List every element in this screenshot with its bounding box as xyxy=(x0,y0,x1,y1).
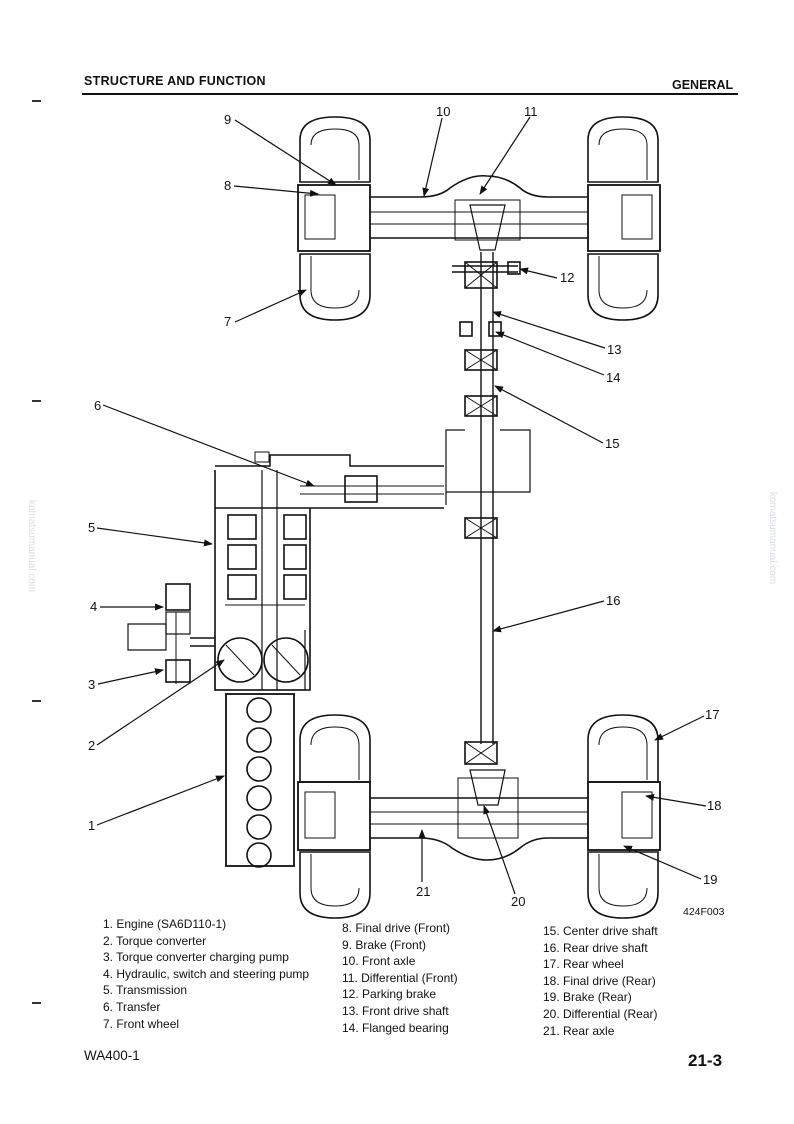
legend-item: 21. Rear axle xyxy=(543,1023,615,1038)
front-drive-shaft xyxy=(445,252,531,765)
legend-item: 14. Flanged bearing xyxy=(342,1020,449,1035)
rear-right-wheel-lower xyxy=(587,851,659,919)
legend-column-1: 1. Engine (SA6D110-1) 2. Torque converte… xyxy=(103,916,309,1032)
callout-16: 16 xyxy=(606,593,620,608)
front-left-wheel-upper xyxy=(299,116,371,183)
front-right-wheel-upper xyxy=(587,116,659,183)
legend-item: 17. Rear wheel xyxy=(543,957,624,972)
callout-6: 6 xyxy=(94,398,101,413)
callout-12: 12 xyxy=(560,270,574,285)
transfer-case xyxy=(215,451,444,509)
pump-assembly xyxy=(127,583,215,684)
legend-item: 20. Differential (Rear) xyxy=(543,1006,658,1021)
legend-column-2: 8. Final drive (Front) 9. Brake (Front) … xyxy=(342,920,458,1036)
section-category: GENERAL xyxy=(672,78,734,92)
legend-item: 7. Front wheel xyxy=(103,1016,180,1031)
page-number: 21-3 xyxy=(688,1051,723,1070)
legend-item: 10. Front axle xyxy=(342,954,416,969)
margin-mark xyxy=(32,100,41,102)
legend-item: 8. Final drive (Front) xyxy=(342,921,451,935)
callout-5: 5 xyxy=(88,520,95,535)
callout-9: 9 xyxy=(224,112,231,127)
model-number: WA400-1 xyxy=(84,1048,140,1063)
callout-20: 20 xyxy=(511,894,525,909)
rear-left-wheel-lower xyxy=(299,851,371,919)
callout-7: 7 xyxy=(224,314,231,329)
torque-converter xyxy=(214,630,309,691)
callout-4: 4 xyxy=(90,599,97,614)
parking-brake-part xyxy=(452,261,521,275)
rear-axle-housing xyxy=(297,769,661,861)
legend-item: 5. Transmission xyxy=(103,983,188,998)
callout-2: 2 xyxy=(88,738,95,753)
callout-18: 18 xyxy=(707,798,721,813)
legend-item: 6. Transfer xyxy=(103,999,161,1014)
callout-19: 19 xyxy=(703,872,717,887)
legend-item: 13. Front drive shaft xyxy=(342,1003,449,1018)
callout-13: 13 xyxy=(607,342,621,357)
section-title: STRUCTURE AND FUNCTION xyxy=(84,74,266,88)
margin-mark xyxy=(32,1002,41,1004)
legend-item: 11. Differential (Front) xyxy=(342,970,458,985)
legend-item: 18. Final drive (Rear) xyxy=(543,973,656,988)
header-rule xyxy=(82,93,738,95)
callout-1: 1 xyxy=(88,818,95,833)
legend-item: 12. Parking brake xyxy=(342,987,437,1002)
legend-item: 2. Torque converter xyxy=(103,933,207,948)
margin-mark xyxy=(32,400,41,402)
front-right-wheel-lower xyxy=(587,253,659,321)
callout-3: 3 xyxy=(88,677,95,692)
callout-14: 14 xyxy=(606,370,620,385)
legend-item: 1. Engine (SA6D110-1) xyxy=(103,917,227,931)
figure-code: 424F003 xyxy=(683,906,725,918)
callout-11: 11 xyxy=(524,104,538,119)
legend-item: 16. Rear drive shaft xyxy=(543,940,648,955)
callout-15: 15 xyxy=(605,436,619,451)
callout-10: 10 xyxy=(436,104,450,119)
front-left-wheel-lower xyxy=(299,253,371,321)
margin-mark xyxy=(32,700,41,702)
legend-item: 15. Center drive shaft xyxy=(543,924,658,938)
rear-right-wheel-upper xyxy=(587,714,659,783)
callout-17: 17 xyxy=(705,707,719,722)
callout-8: 8 xyxy=(224,178,231,193)
legend-item: 4. Hydraulic, switch and steering pump xyxy=(103,966,310,981)
legend-item: 9. Brake (Front) xyxy=(342,937,427,952)
legend-item: 19. Brake (Rear) xyxy=(543,990,632,1005)
callout-21: 21 xyxy=(416,884,430,899)
engine-block xyxy=(225,693,295,868)
legend-item: 3. Torque converter charging pump xyxy=(103,950,289,965)
front-axle-housing xyxy=(297,174,661,252)
legend-column-3: 15. Center drive shaft 16. Rear drive sh… xyxy=(543,923,658,1039)
rear-left-wheel-upper xyxy=(299,714,371,783)
